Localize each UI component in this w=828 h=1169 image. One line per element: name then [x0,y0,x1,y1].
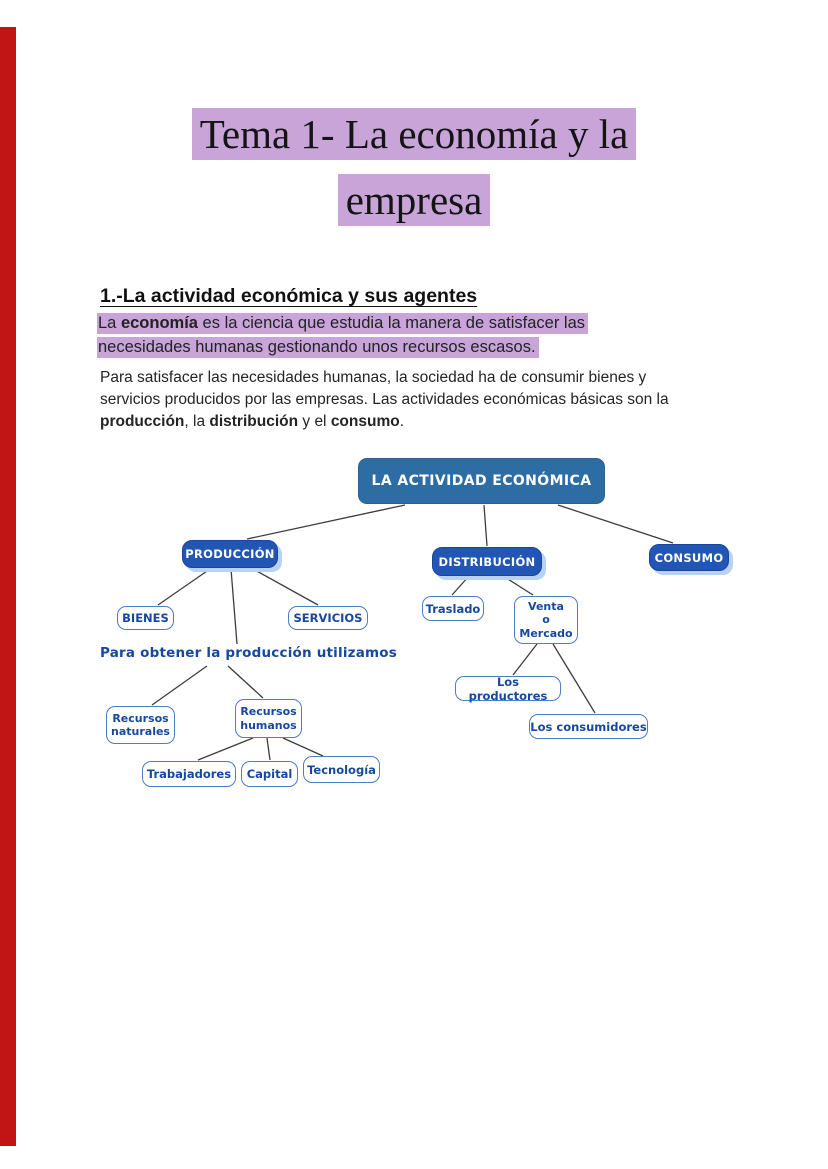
body-paragraph: Para satisfacer las necesidades humanas,… [100,367,745,432]
edge-produccion-bienes [157,568,211,606]
paragraph-line-2: servicios producidos por las empresas. L… [100,390,669,408]
node-distribucion: DISTRIBUCIÓN [432,547,542,576]
node-bienes: BIENES [117,606,174,630]
edge-venta-productores [512,643,538,676]
node-actividad-economica: LA ACTIVIDAD ECONÓMICA [358,458,605,504]
node-consumo: CONSUMO [649,544,729,571]
edge-root-distribucion [483,504,488,547]
paragraph-line-3: producción, la distribución y el consumo… [100,412,405,430]
edge-note-recnat [151,665,208,706]
section-heading: 1.-La actividad económica y sus agentes [100,285,478,307]
edge-venta-consumidores [552,643,596,714]
node-tecnologia: Tecnología [303,756,380,783]
title-line-1: Tema 1- La economía y la [191,108,637,160]
paragraph-line-1: Para satisfacer las necesidades humanas,… [100,369,647,386]
node-recursos-naturales: Recursos naturales [106,706,175,744]
highlighted-definition: La economía es la ciencia que estudia la… [97,312,737,359]
edge-produccion-servicios [252,568,319,606]
edge-rechum-trabajadores [197,737,254,761]
definition-pre: La [98,314,121,332]
definition-post: es la ciencia que estudia la manera de s… [197,314,586,332]
edge-root-produccion [246,504,406,540]
edge-rechum-capital [266,737,271,761]
concept-map: LA ACTIVIDAD ECONÓMICA PRODUCCIÓN DISTRI… [0,440,828,820]
node-traslado: Traslado [422,596,484,621]
edge-note-rechum [227,665,264,699]
edge-distribucion-traslado [451,575,470,596]
document-title: Tema 1- La economía y la empresa [0,106,828,238]
edge-produccion-note [230,568,238,645]
node-produccion: PRODUCCIÓN [182,540,278,568]
node-capital: Capital [241,761,298,787]
node-los-consumidores: Los consumidores [529,714,648,739]
edge-rechum-tecnologia [282,737,324,757]
node-recursos-humanos: Recursos humanos [235,699,302,738]
node-venta-o-mercado: Venta o Mercado [514,596,578,644]
node-los-productores: Los productores [455,675,561,703]
edge-root-consumo [557,504,674,544]
edge-distribucion-venta [502,575,534,596]
left-red-strip [0,27,16,1146]
diagram-note: Para obtener la producción utilizamos [100,645,397,661]
node-trabajadores: Trabajadores [142,761,236,787]
definition-line-2: necesidades humanas gestionando unos rec… [97,336,539,358]
definition-term: economía [120,314,198,332]
node-servicios: SERVICIOS [288,606,368,630]
connector-lines [151,504,674,761]
title-line-2: empresa [337,174,491,226]
